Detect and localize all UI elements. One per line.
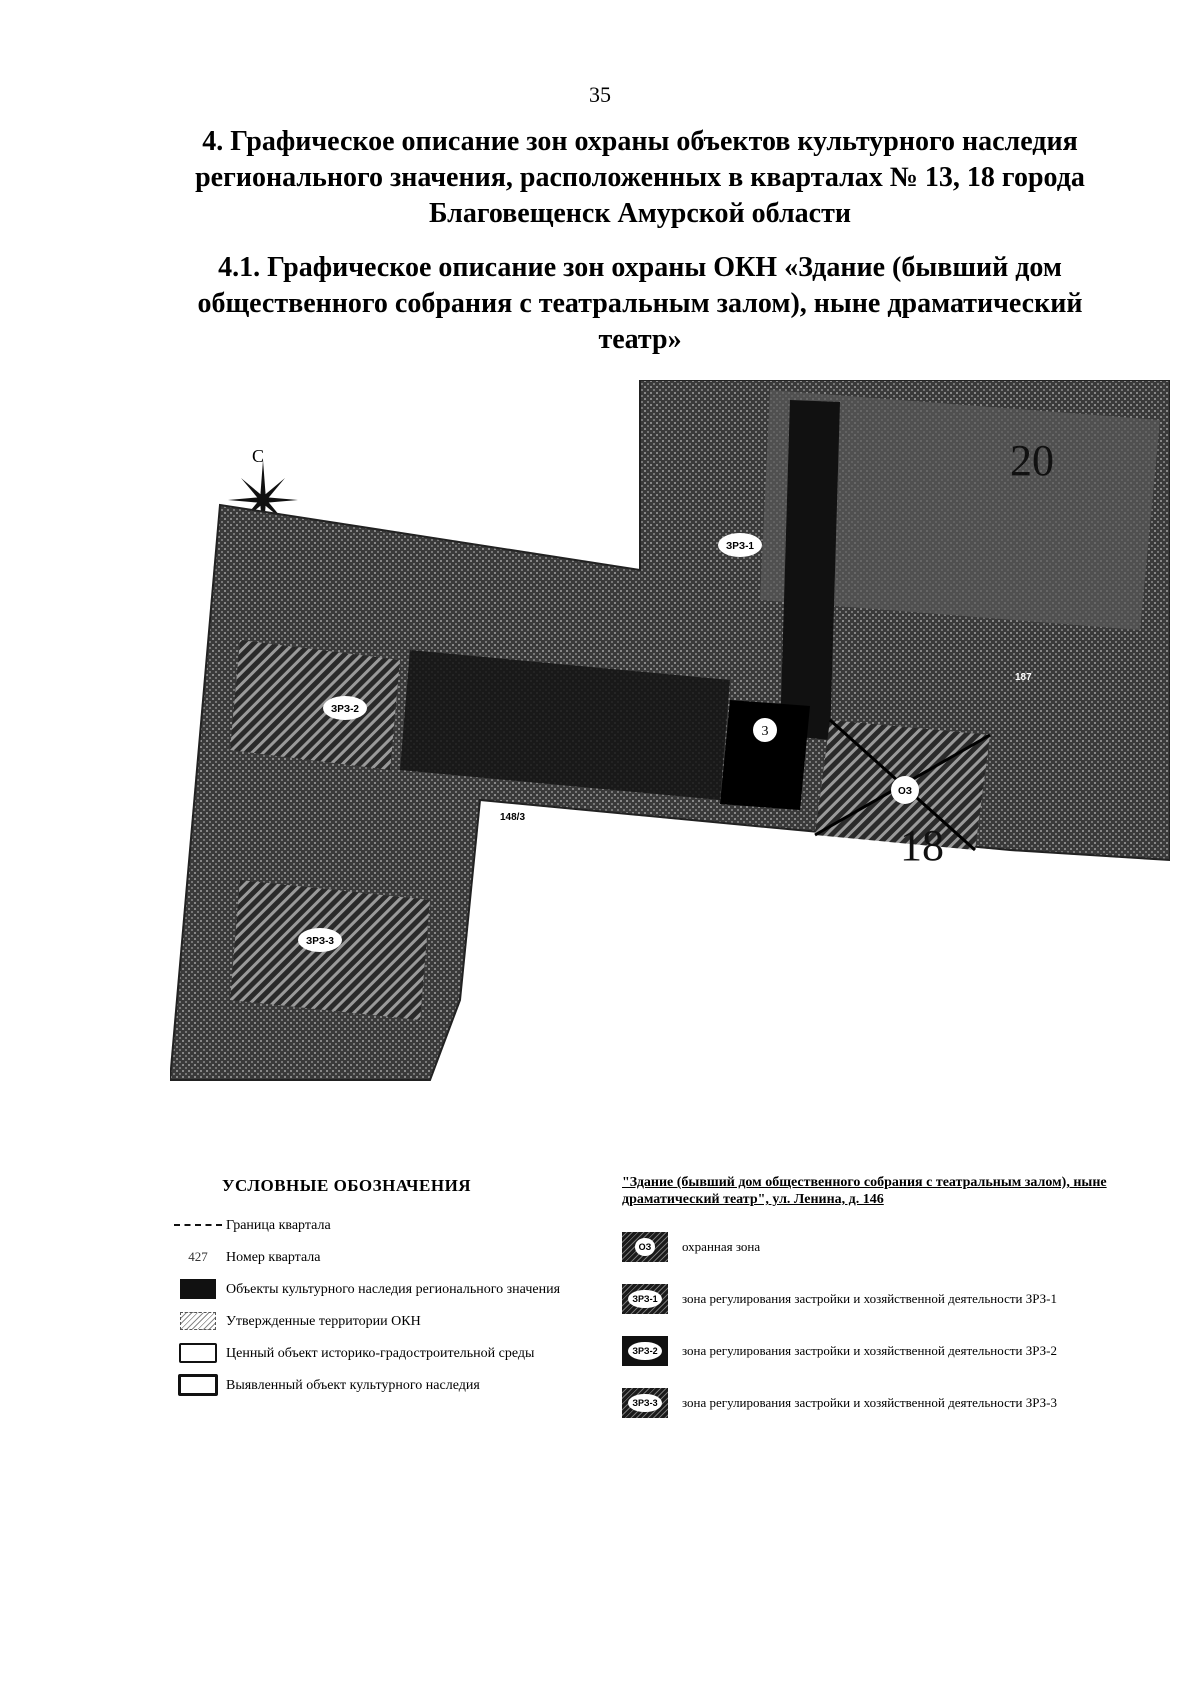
legend-item: Ценный объект историко-градостроительной… (170, 1342, 620, 1364)
svg-text:ЗРЗ-2: ЗРЗ-2 (331, 704, 359, 715)
svg-text:20: 20 (1010, 436, 1054, 485)
svg-text:18: 18 (900, 821, 944, 870)
svg-text:ЗРЗ-3: ЗРЗ-3 (306, 936, 334, 947)
legend-item: Утвержденные территории ОКН (170, 1310, 620, 1332)
legend-item: Выявленный объект культурного наследия (170, 1374, 620, 1396)
dashed-line-icon (174, 1224, 222, 1226)
zones-legend-title: "Здание (бывший дом общественного собран… (622, 1175, 1107, 1207)
zone-zrz2-icon: ЗРЗ-2 (622, 1336, 668, 1366)
zone-zrz3-icon: ЗРЗ-3 (622, 1388, 668, 1418)
black-fill-icon (180, 1279, 216, 1299)
legend-item: Объекты культурного наследия регионально… (170, 1278, 620, 1300)
legend-title: УСЛОВНЫЕ ОБОЗНАЧЕНИЯ (222, 1176, 472, 1195)
subsection-heading: 4.1. Графическое описание зон охраны ОКН… (197, 252, 1083, 355)
svg-text:3: 3 (762, 724, 769, 739)
svg-text:ОЗ: ОЗ (898, 786, 912, 797)
legend: УСЛОВНЫЕ ОБОЗНАЧЕНИЯ Граница квартала 42… (170, 1176, 620, 1406)
zone-legend-item: ЗРЗ-2 зона регулирования застройки и хоз… (622, 1336, 1162, 1366)
legend-item: 427 Номер квартала (188, 1249, 321, 1265)
zone-oz-icon: ОЗ (622, 1232, 668, 1262)
quarter-number-symbol: 427 (188, 1249, 208, 1264)
zone-legend-item: ЗРЗ-3 зона регулирования застройки и хоз… (622, 1388, 1162, 1418)
outline-box-bold-icon (178, 1374, 218, 1396)
outline-box-icon (179, 1343, 217, 1363)
page-number: 35 (589, 82, 611, 107)
zone-legend-item: ОЗ охранная зона (622, 1232, 1162, 1262)
zones-legend: "Здание (бывший дом общественного собран… (622, 1174, 1162, 1440)
zone-legend-item: ЗРЗ-1 зона регулирования застройки и хоз… (622, 1284, 1162, 1314)
svg-text:148/3: 148/3 (500, 812, 525, 823)
svg-text:187: 187 (1015, 672, 1032, 683)
zone-map: ЗРЗ-1 ЗРЗ-2 ЗРЗ-3 ОЗ 3 20 18 148/3 187 (170, 380, 1170, 1081)
zone-zrz1-icon: ЗРЗ-1 (622, 1284, 668, 1314)
compass-north-label: С (252, 446, 265, 466)
hatch-icon (180, 1312, 216, 1330)
section-heading: 4. Графическое описание зон охраны объек… (195, 126, 1085, 229)
legend-item: Граница квартала (170, 1214, 620, 1236)
svg-text:ЗРЗ-1: ЗРЗ-1 (726, 541, 754, 552)
